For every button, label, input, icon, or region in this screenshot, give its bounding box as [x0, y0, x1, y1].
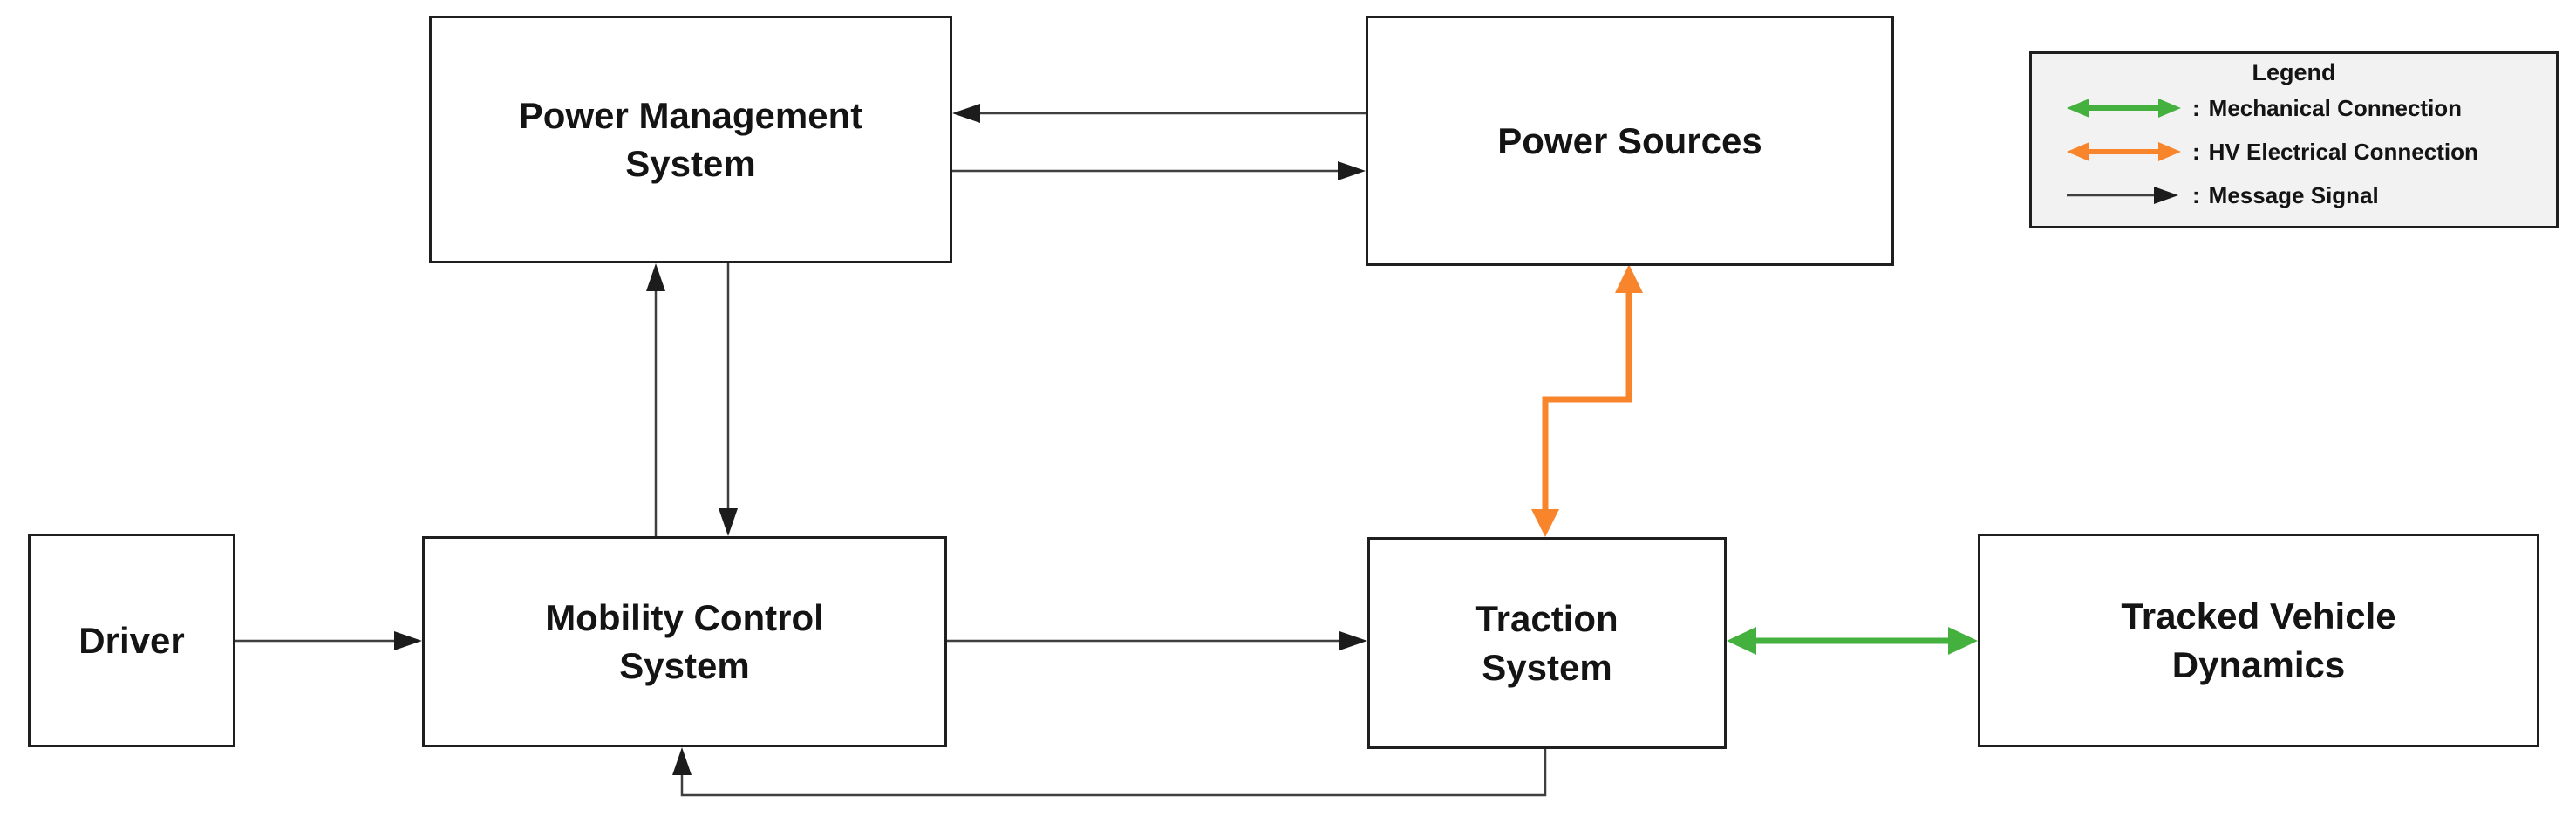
node-tracked-vehicle-dynamics: Tracked Vehicle Dynamics [1978, 534, 2539, 747]
node-label: Power Sources [1497, 119, 1762, 161]
edge-traction-to-mobility-feedback-arrowhead-icon [672, 747, 692, 775]
edge-traction-to-mobility-feedback-line [680, 749, 1547, 797]
hv-electrical-connection-double-arrow-icon [2065, 140, 2187, 164]
legend-label: Mechanical Connection [2208, 94, 2463, 121]
edge-mobility-to-management-arrowhead-icon [646, 263, 665, 291]
edge-management-to-sources-arrowhead-icon [1338, 161, 1366, 180]
node-power-sources: Power Sources [1366, 16, 1894, 266]
node-label: Tracked Vehicle Dynamics [2121, 595, 2396, 685]
node-traction-system: Traction System [1367, 537, 1727, 749]
legend-separator: : [2192, 94, 2200, 121]
edge-driver-to-mobility-arrowhead-icon [394, 631, 422, 650]
legend-separator: : [2192, 138, 2200, 165]
legend-label: Message Signal [2208, 181, 2379, 208]
legend-item-hv-electrical: : HV Electrical Connection [2065, 130, 2544, 174]
mechanical-connection-double-arrow-icon [2065, 96, 2187, 120]
edge-sources-traction-hv-up-arrowhead-icon [1615, 264, 1643, 293]
node-mobility-control-system: Mobility Control System [422, 536, 947, 747]
message-signal-arrow-icon [2065, 183, 2187, 208]
edge-sources-traction-hv-line [1542, 293, 1632, 509]
edge-traction-tvd-left-arrowhead-icon [1727, 627, 1756, 655]
legend-item-message-signal: : Message Signal [2065, 174, 2544, 217]
edge-sources-to-management-arrowhead-icon [952, 104, 980, 123]
node-label: Mobility Control System [545, 596, 824, 686]
edge-management-to-mobility-arrowhead-icon [719, 508, 738, 536]
legend-item-mechanical: : Mechanical Connection [2065, 86, 2544, 130]
legend-label: HV Electrical Connection [2208, 138, 2478, 165]
node-label: Driver [78, 619, 185, 661]
node-label: Traction System [1475, 598, 1619, 688]
edge-sources-traction-hv-down-arrowhead-icon [1531, 509, 1559, 537]
legend-title: Legend [2252, 59, 2336, 85]
node-power-management-system: Power Management System [429, 16, 952, 263]
edge-mobility-to-traction-arrowhead-icon [1339, 631, 1367, 650]
legend-separator: : [2192, 181, 2200, 208]
node-driver: Driver [28, 534, 235, 747]
edge-traction-tvd-right-arrowhead-icon [1948, 627, 1978, 655]
legend: Legend : Mechanical Connection : [2029, 51, 2559, 228]
node-label: Power Management System [518, 94, 863, 184]
